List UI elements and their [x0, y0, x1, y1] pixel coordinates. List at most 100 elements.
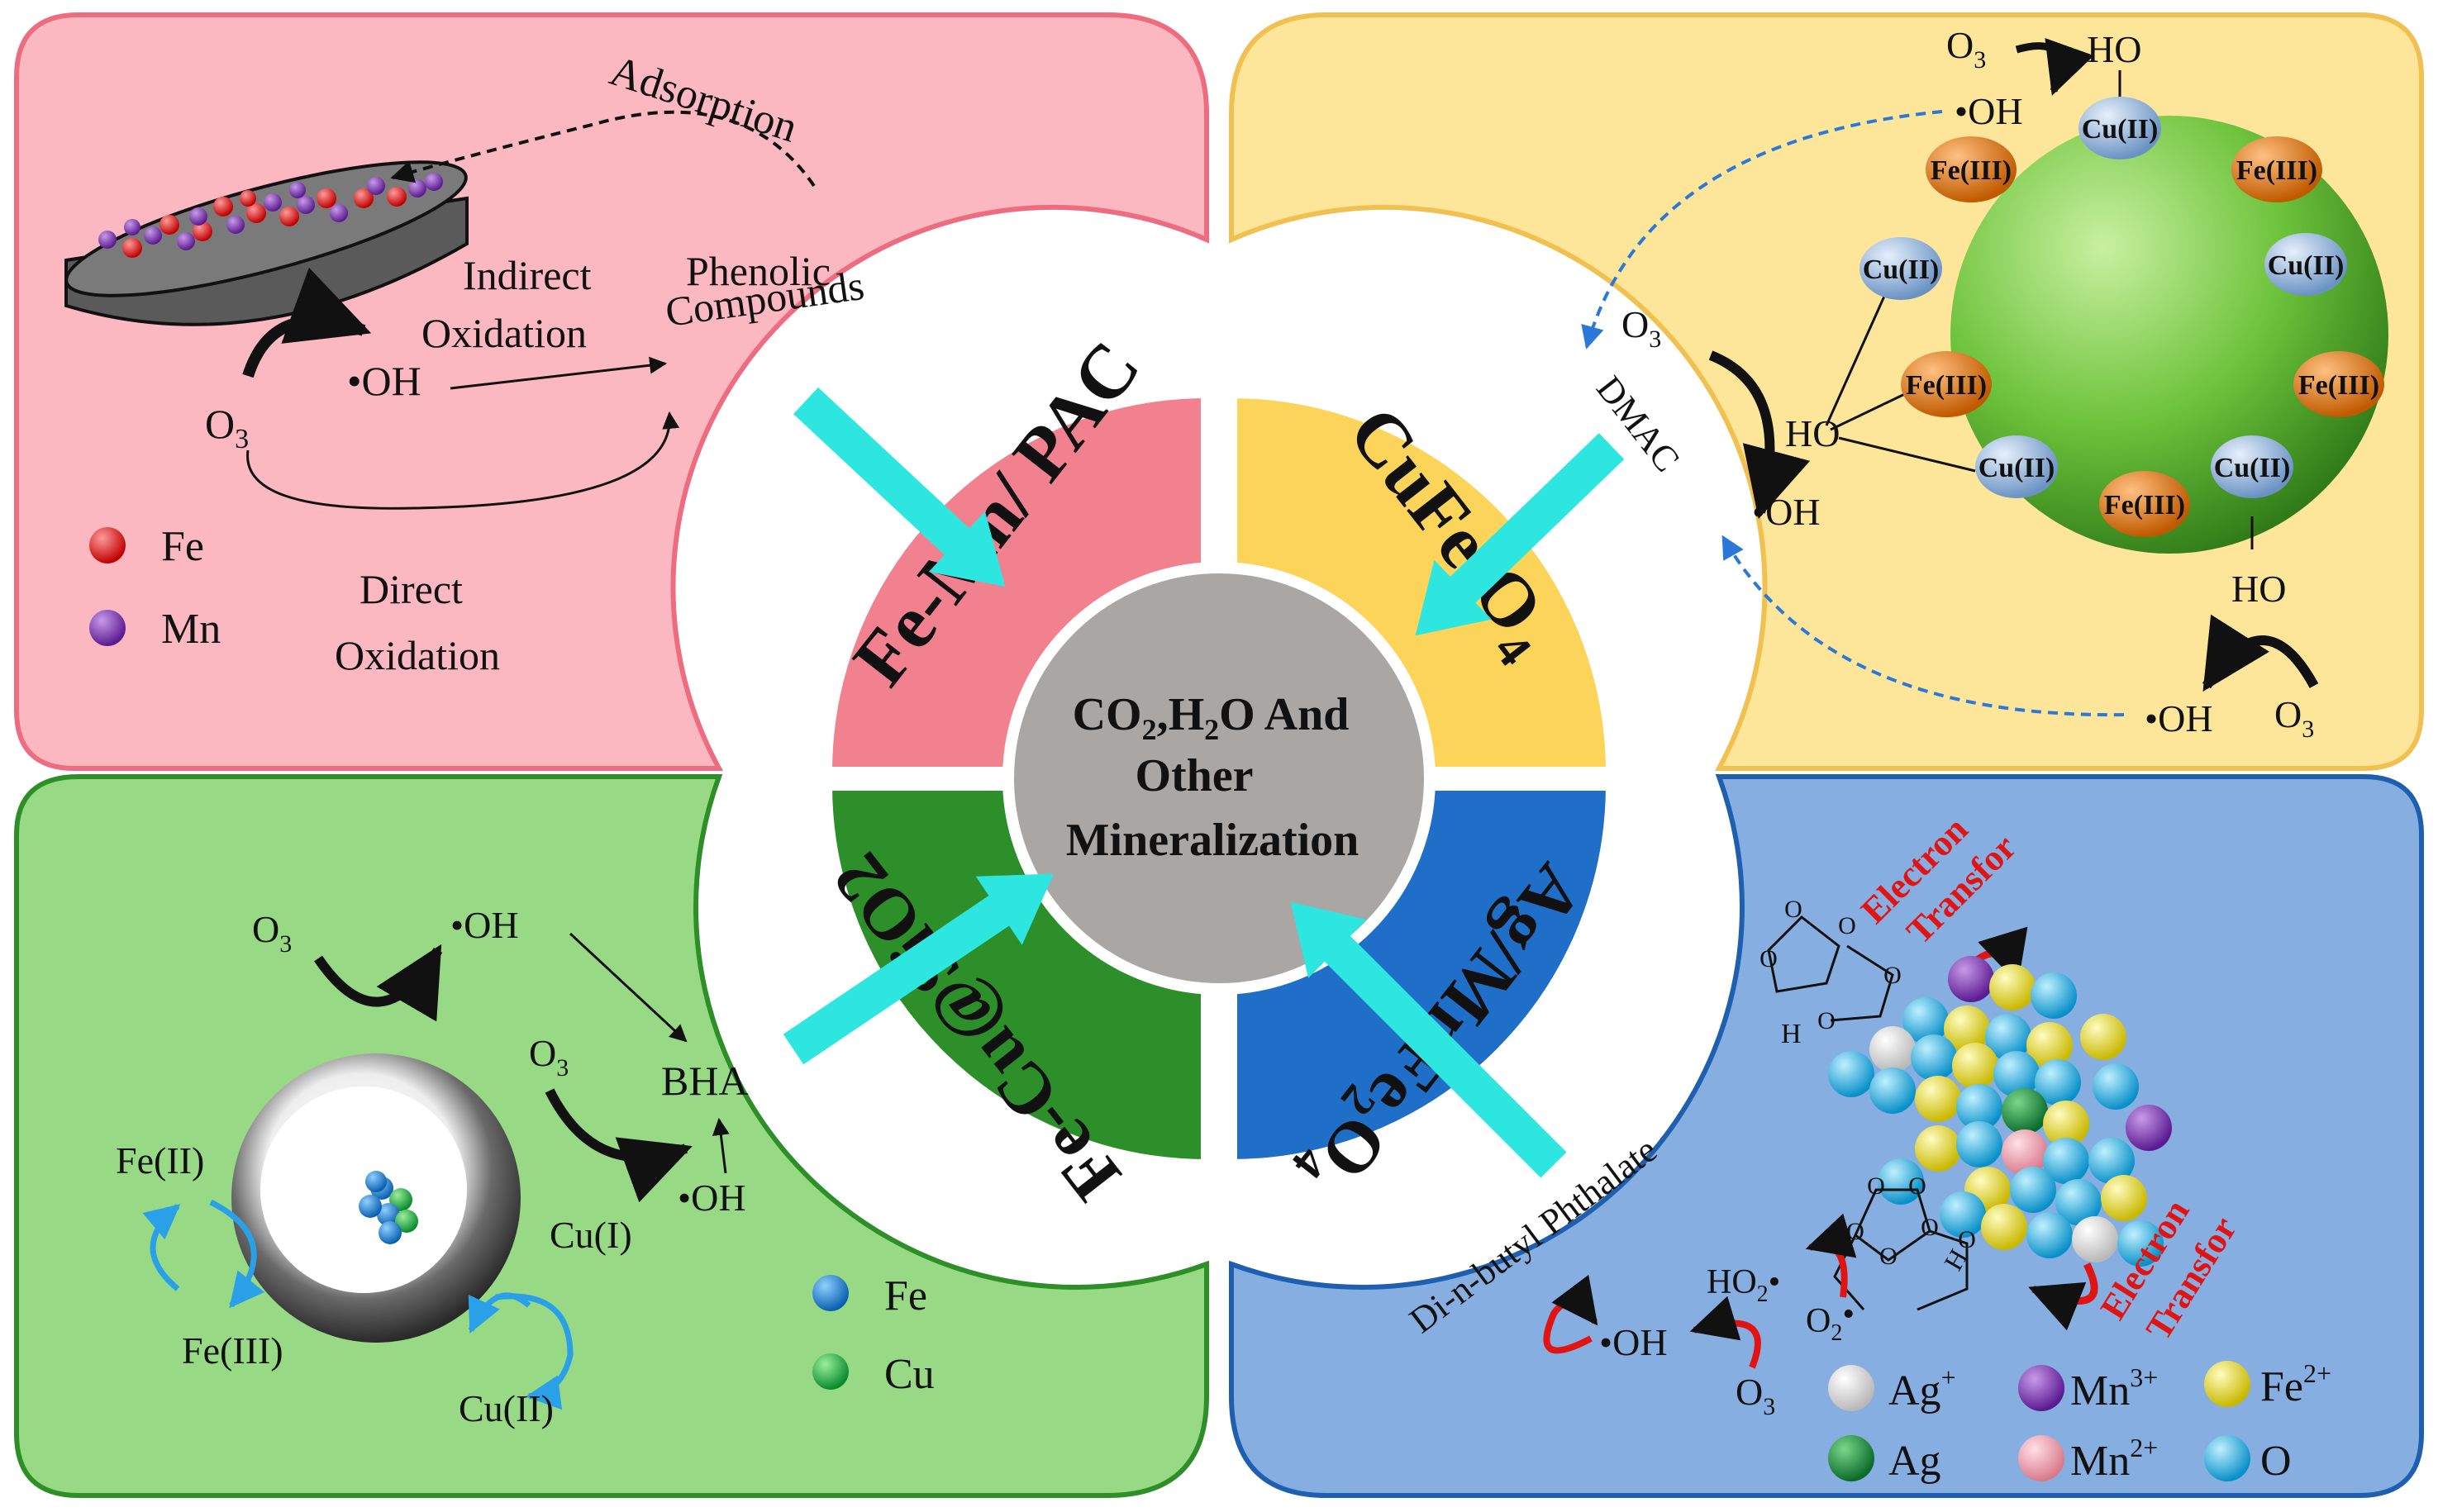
bl-cycle-cu-1: [495, 1293, 574, 1410]
arrow-bl: [783, 873, 1055, 1065]
tl-legend-mn-dot: [89, 610, 126, 646]
cyan-arrows: [783, 387, 1625, 1178]
arrow-br: [1290, 901, 1567, 1178]
bl-cu2: Cu(II): [459, 1387, 554, 1429]
svg-text:O: O: [1921, 1214, 1939, 1241]
tr-blue-dashed-top: [1581, 110, 1943, 349]
tr-ho-bot: HO: [2231, 568, 2286, 610]
svg-text:O: O: [1784, 896, 1802, 923]
br-legend: Ag+ Mn3+ Fe2+ Ag Mn2+ O: [1828, 1358, 2331, 1485]
tr-ho-mid: HO: [1785, 412, 1840, 454]
svg-text:O: O: [1759, 945, 1778, 972]
tr-o3-bot: O3: [2274, 693, 2314, 743]
tl-direct-label-2: Oxidation: [335, 632, 500, 678]
tr-ho-top: HO: [2087, 28, 2141, 70]
br-legend-ag: Ag: [1888, 1438, 1941, 1485]
tl-disk: [64, 160, 469, 326]
tl-disk-particles: [98, 173, 443, 258]
bl-cu1: Cu(I): [550, 1214, 632, 1256]
svg-text:O: O: [1867, 1172, 1885, 1200]
br-o2: O2•: [1806, 1296, 1855, 1346]
bl-legend-fe-label: Fe: [884, 1272, 927, 1319]
tr-particle-labels: Cu(II) Fe(III) Fe(III) Cu(II) Cu(II) Fe(…: [1863, 114, 2379, 521]
center-line1: CO2,H2O And: [1073, 689, 1350, 746]
center-line3: Mineralization: [1066, 815, 1359, 866]
svg-text:Fe(III): Fe(III): [2236, 155, 2317, 186]
br-legend-ag-dot: [1828, 1435, 1874, 1481]
br-legend-o: O: [2260, 1438, 2292, 1485]
svg-text:Fe(III): Fe(III): [2104, 490, 2185, 521]
bl-oh-to-bha-small: [712, 1117, 730, 1174]
br-legend-mn3-dot: [2018, 1365, 2064, 1411]
br-legend-ag-plus: Ag+: [1888, 1362, 1956, 1415]
svg-text:Cu(II): Cu(II): [2082, 114, 2159, 145]
tr-oh-top: •OH: [1955, 90, 2023, 132]
tr-oh-bot: •OH: [2145, 697, 2213, 739]
center-line2: Other: [1135, 750, 1253, 801]
bl-legend-cu-dot: [812, 1353, 849, 1390]
br-legend-mn3: Mn3+: [2070, 1362, 2158, 1415]
tl-indirect-label-1: Indirect: [463, 252, 592, 298]
br-legend-mn2-dot: [2018, 1435, 2064, 1481]
tr-curve-mid: [1708, 350, 1811, 520]
svg-text:Cu(II): Cu(II): [2268, 250, 2345, 281]
tr-blue-dashed-bottom: [1721, 535, 2125, 717]
tr-o3-mid: O3: [1621, 303, 1661, 353]
br-h1: H: [1781, 1019, 1802, 1049]
br-legend-mn2: Mn2+: [2070, 1433, 2158, 1485]
tl-oh-label: •OH: [347, 358, 421, 404]
tl-direct-label-1: Direct: [360, 566, 463, 612]
br-legend-ag-plus-dot: [1828, 1365, 1874, 1411]
tl-adsorption-arrow: [390, 110, 816, 188]
tl-direct-arrow: [246, 411, 680, 510]
svg-text:Cu(II): Cu(II): [1863, 254, 1940, 285]
bl-curve-o3b: [545, 1088, 693, 1203]
br-o3: O3: [1736, 1371, 1775, 1420]
svg-text:O: O: [1838, 912, 1856, 939]
svg-text:O: O: [1958, 1226, 1976, 1253]
bl-o3-b: O3: [529, 1032, 569, 1082]
br-legend-o-dot: [2204, 1435, 2250, 1481]
br-ion-cluster: [1828, 956, 2172, 1267]
br-et2-arrow: [2028, 1262, 2098, 1331]
br-legend-fe2-dot: [2204, 1361, 2250, 1407]
arrow-tr: [1415, 433, 1625, 636]
tl-legend-mn-label: Mn: [161, 606, 221, 653]
br-curve-o3-oh: [1689, 1296, 1761, 1369]
tr-curve-bot: [2202, 614, 2319, 692]
br-curve-dbp: [1543, 1274, 1598, 1354]
tl-o3-label: O3: [205, 401, 249, 454]
svg-text:Fe(III): Fe(III): [1906, 370, 1987, 401]
bl-fe3: Fe(III): [182, 1329, 283, 1372]
br-curve-o2-ho2: [1805, 1213, 1857, 1298]
bl-curve-o3-oh: [314, 944, 443, 1022]
tl-legend-fe-label: Fe: [161, 523, 204, 570]
br-ring-top-o: O O O O O: [1759, 896, 1902, 1034]
tl-curve-arrow-o3-oh: [242, 267, 372, 378]
bl-oh-to-bha: [569, 932, 688, 1043]
svg-text:Cu(II): Cu(II): [1978, 453, 2055, 483]
svg-text:O: O: [1846, 1218, 1864, 1245]
tl-phenolic-label-1: Phenolic: [686, 248, 831, 294]
bl-oh: •OH: [450, 904, 519, 946]
tr-curve-top: [2015, 38, 2094, 96]
tr-cu-fe-particles: [1859, 97, 2384, 537]
bl-core-shell-particle: [231, 1053, 521, 1343]
tl-legend-fe-dot: [89, 527, 126, 563]
bl-bha: BHA: [661, 1058, 749, 1104]
bl-oh-b: •OH: [678, 1177, 746, 1219]
svg-text:Cu(II): Cu(II): [2214, 453, 2291, 483]
center-circle: [1002, 562, 1436, 995]
panel-bottom-right: [1229, 774, 2424, 1498]
arrow-tl: [793, 387, 1006, 587]
tr-o3-top: O3: [1946, 24, 1986, 74]
svg-text:O: O: [1879, 1243, 1898, 1270]
br-legend-fe2: Fe2+: [2260, 1358, 2331, 1410]
svg-text:O: O: [1817, 1007, 1836, 1034]
svg-text:Fe(III): Fe(III): [1931, 155, 2012, 186]
bl-cycle-cu-2: [468, 1292, 531, 1334]
svg-text:O: O: [1908, 1172, 1926, 1200]
bl-legend-cu-label: Cu: [884, 1351, 935, 1398]
bl-fe2: Fe(II): [116, 1139, 204, 1182]
